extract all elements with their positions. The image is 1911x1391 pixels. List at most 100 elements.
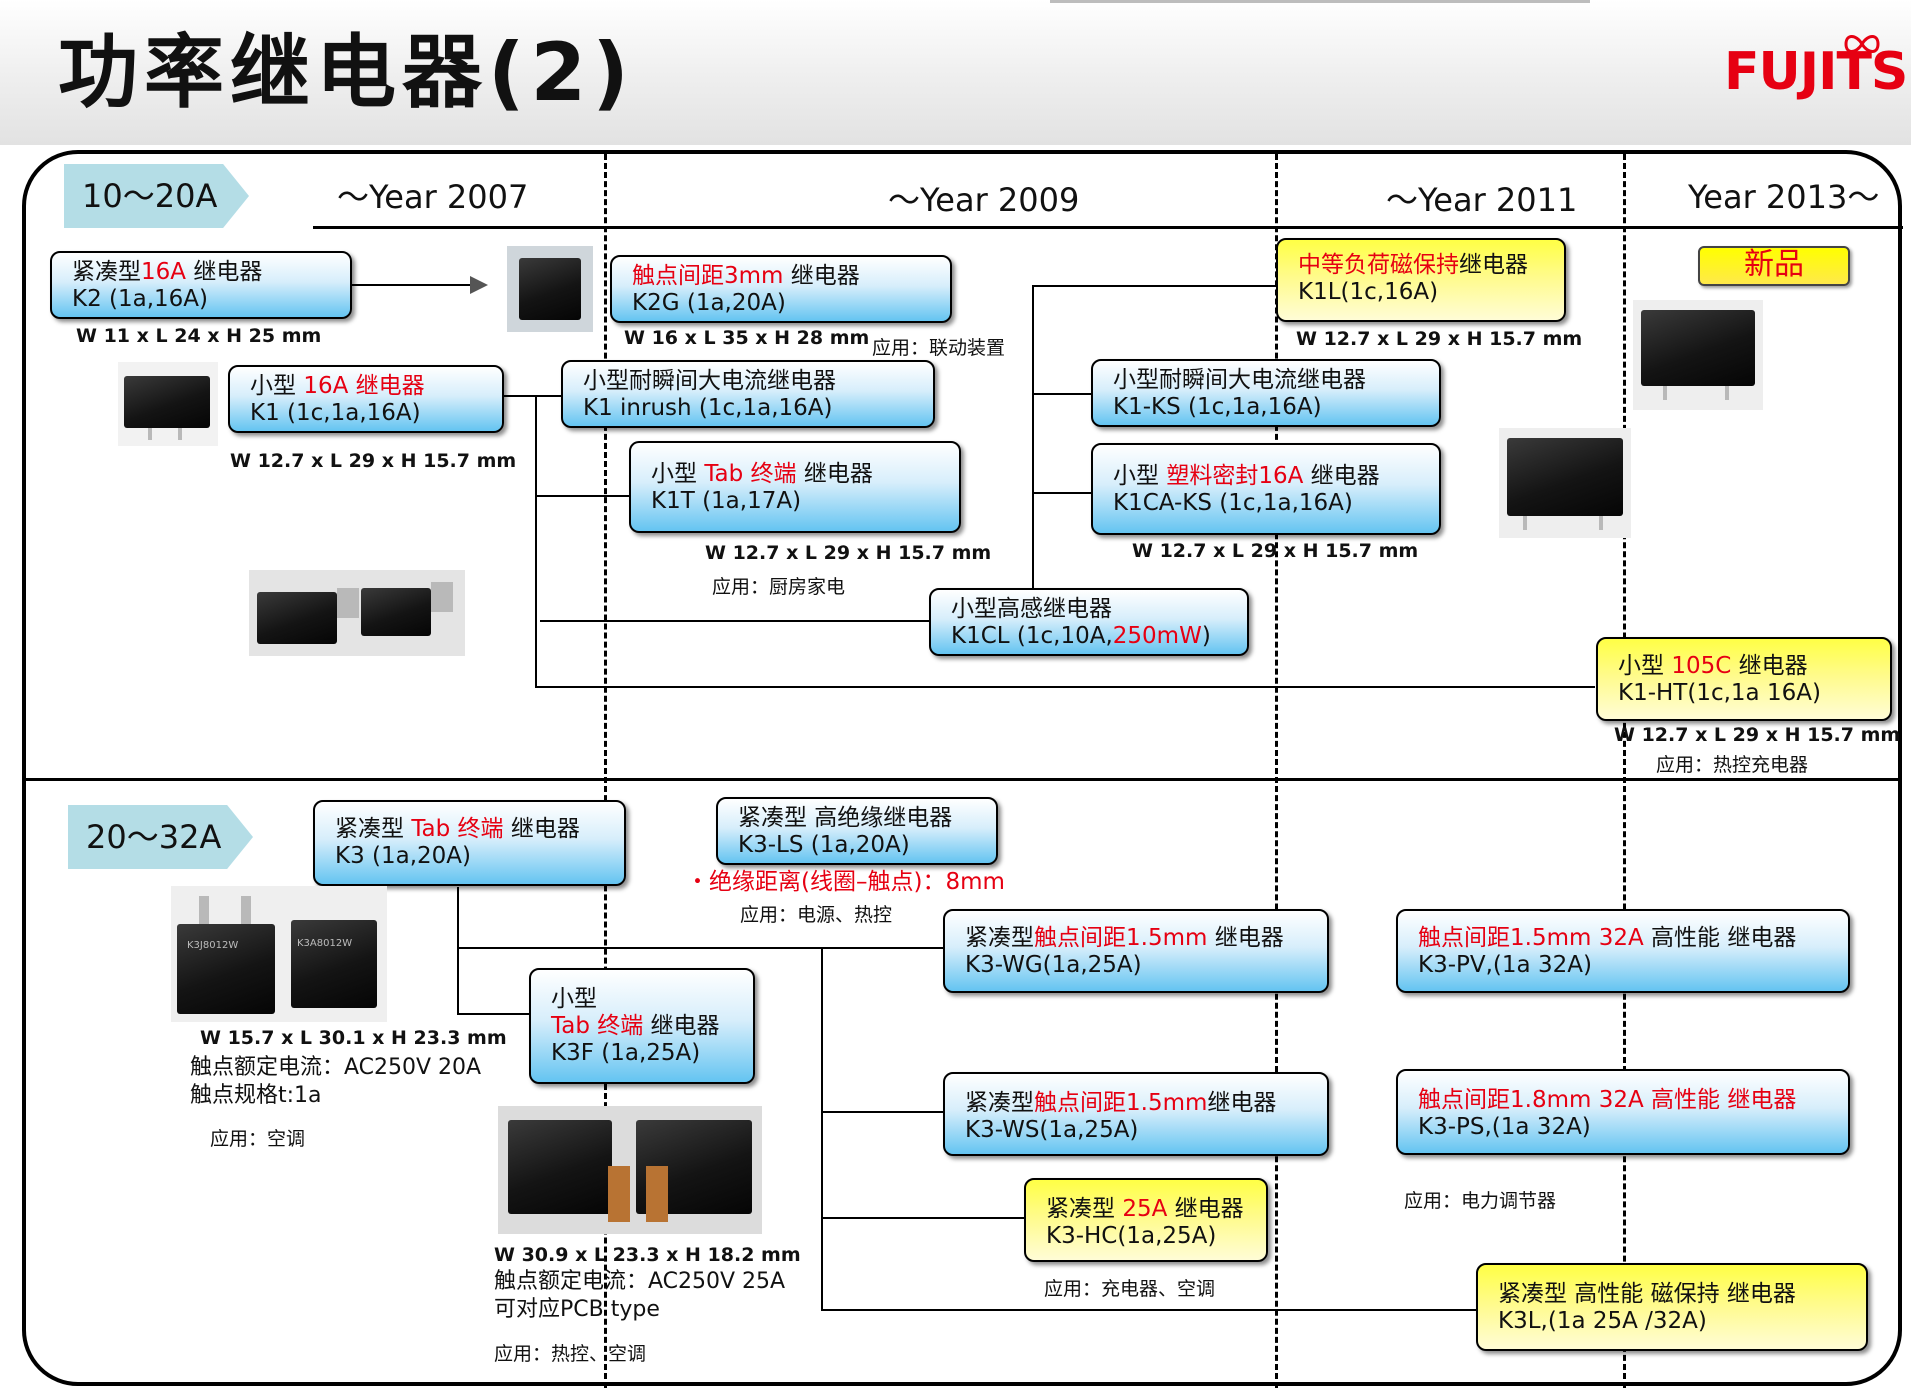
k3-pv-ps-application: 应用：电力调节器 [1404,1190,1557,1212]
k1l-dimensions: W 12.7 x L 29 x H 15.7 mm [1296,328,1583,350]
relay-box-k3-pv[interactable]: 触点间距1.5mm 32A 高性能 继电器 K3-PV,(1a 32A) [1396,909,1850,993]
k1t-relay-body-left [257,592,337,644]
k3f-title-line1: 小型 [551,986,597,1012]
k3-photo: K3J8012W K3A8012W [171,886,387,1022]
k3l-title: 紧凑型 高性能 磁保持 继电器 [1498,1281,1796,1307]
k2g-model: K2G (1a,20A) [632,290,786,316]
k3-relay-body-right [291,920,377,1008]
k2g-dimensions: W 16 x L 35 x H 28 mm [624,327,870,349]
k1-ht-relay-body-bottom [1507,438,1623,516]
year-divider-2007 [604,154,607,1388]
k3-wg-title: 紧凑型触点间距1.5mm 继电器 [965,925,1284,951]
relay-box-k1t[interactable]: 小型 Tab 终端 继电器 K1T (1a,17A) [629,441,961,533]
relay-box-k3-ps[interactable]: 触点间距1.8mm 32A 高性能 继电器 K3-PS,(1a 32A) [1396,1069,1850,1155]
connector-k3-trunk [457,887,459,1013]
k3-tab [199,896,209,926]
k1-ht-pin [1663,386,1667,400]
k1cl-model: K1CL (1c,10A,250mW) [951,623,1211,649]
arrow-k2-line [352,284,478,286]
connector-k1-k1inrush [502,395,562,397]
diagram-frame [22,150,1902,1386]
k1-ht-application: 应用：热控充电器 [1656,754,1809,776]
relay-box-k1cl[interactable]: 小型高感继电器 K1CL (1c,10A,250mW) [929,588,1249,656]
k3f-rated-current: 触点额定电流：AC250V 25A [494,1269,786,1294]
k1l-model: K1L(1c,16A) [1298,279,1439,305]
connector-k3-ws [821,1111,943,1113]
k3f-dimensions: W 30.9 x L 23.3 x H 18.2 mm [494,1244,801,1266]
k1-ht-pin [1523,516,1527,530]
relay-box-k3[interactable]: 紧凑型 Tab 终端 继电器 K3 (1a,20A) [313,800,626,886]
k2g-application: 应用：联动装置 [872,337,1006,359]
year-divider-2011 [1623,154,1626,1388]
relay-box-k3f[interactable]: 小型 Tab 终端 继电器 K3F (1a,25A) [529,968,755,1084]
connector-k1caks [1032,492,1092,494]
k2g-title: 触点间距3mm 继电器 [632,263,860,289]
connector-k1cl-trunk [1032,285,1034,590]
connector-k3f [457,1013,531,1015]
k3f-terminal-left [608,1166,630,1222]
relay-box-k3-wg[interactable]: 紧凑型触点间距1.5mm 继电器 K3-WG(1a,25A) [943,909,1329,993]
k3-ls-application: 应用：电源、热控 [740,904,893,926]
connector-k3l [821,1309,1477,1311]
timeline-axis [313,226,1903,229]
k1t-application: 应用：厨房家电 [712,576,846,598]
k1t-model: K1T (1a,17A) [651,488,802,514]
connector-k3-hc [821,1217,1025,1219]
relay-box-k1-ks[interactable]: 小型耐瞬间大电流继电器 K1-KS (1c,1a,16A) [1091,359,1441,427]
k3-tab [241,896,251,926]
k1-ht-photo-top [1633,300,1763,410]
arrow-right-icon [470,276,488,294]
logo-text: FUJITSU [1724,42,1911,102]
k3-label-left: K3J8012W [187,940,239,951]
k1-ks-title: 小型耐瞬间大电流继电器 [1113,367,1366,393]
k1t-photo [249,570,465,656]
k1t-dimensions: W 12.7 x L 29 x H 15.7 mm [705,542,992,564]
connector-k1l [1032,285,1278,287]
relay-box-k1-ht[interactable]: 小型 105C 继电器 K1-HT(1c,1a 16A) [1596,637,1892,721]
k3-label-right: K3A8012W [297,938,353,949]
k2-relay-body [519,258,581,320]
k1cl-title: 小型高感继电器 [951,596,1112,622]
header-band [0,0,1911,145]
relay-box-k2g[interactable]: 触点间距3mm 继电器 K2G (1a,20A) [610,255,952,323]
connector-k1ht [535,686,1595,688]
k1-inrush-title: 小型耐瞬间大电流继电器 [583,368,836,394]
k3-ls-title: 紧凑型 高绝缘继电器 [738,805,953,831]
k1ca-ks-dimensions: W 12.7 x L 29 x H 15.7 mm [1132,540,1419,562]
relay-box-k3-hc[interactable]: 紧凑型 25A 继电器 K3-HC(1a,25A) [1024,1178,1268,1262]
relay-box-k3-ls[interactable]: 紧凑型 高绝缘继电器 K3-LS (1a,20A) [716,797,998,865]
k1-model: K1 (1c,1a,16A) [250,400,421,426]
connector-lower-trunk [821,947,823,1310]
k3-pv-model: K3-PV,(1a 32A) [1418,952,1592,978]
k1-relay-body [124,376,210,428]
k1-ht-model: K1-HT(1c,1a 16A) [1618,680,1821,706]
k3-hc-title: 紧凑型 25A 继电器 [1046,1196,1244,1222]
k3-ls-insulation-note: ・绝缘距离(线圈–触点)：8mm [686,869,1005,895]
k3-application: 应用：空调 [210,1128,306,1150]
k1-ht-dimensions: W 12.7 x L 29 x H 15.7 mm [1614,724,1901,746]
connector-k1cl [540,620,930,622]
k3f-pcb-note: 可对应PCB type [494,1297,660,1322]
relay-box-k1-inrush[interactable]: 小型耐瞬间大电流继电器 K1 inrush (1c,1a,16A) [561,360,935,428]
top-strip [1050,0,1590,3]
k1-pin [178,428,182,440]
k1t-title: 小型 Tab 终端 继电器 [651,461,873,487]
k3f-model: K3F (1a,25A) [551,1040,701,1066]
k3-rated-current: 触点额定电流：AC250V 20A [190,1055,482,1080]
k3-dimensions: W 15.7 x L 30.1 x H 23.3 mm [200,1027,507,1049]
k1-ht-photo-bottom [1499,428,1631,538]
k2-photo [507,246,593,332]
relay-box-k3l[interactable]: 紧凑型 高性能 磁保持 继电器 K3L,(1a 25A /32A) [1476,1263,1868,1351]
relay-box-k1l[interactable]: 中等负荷磁保持继电器 K1L(1c,16A) [1276,238,1566,322]
k1-pin [148,428,152,440]
k1t-tab-right [431,582,453,612]
relay-box-k3-ws[interactable]: 紧凑型触点间距1.5mm继电器 K3-WS(1a,25A) [943,1072,1329,1156]
year-label-2011: ～Year 2011 [1386,181,1578,219]
relay-box-k1ca-ks[interactable]: 小型 塑料密封16A 继电器 K1CA-KS (1c,1a,16A) [1091,443,1441,535]
k1-ht-pin [1725,386,1729,400]
relay-box-k2[interactable]: 紧凑型16A 继电器 K2 (1a,16A) [50,251,352,319]
connector-k3-wg [457,947,943,949]
k1-title: 小型 16A 继电器 [250,373,425,399]
relay-box-k1[interactable]: 小型 16A 继电器 K1 (1c,1a,16A) [228,365,504,433]
year-label-2013: Year 2013～ [1688,178,1880,216]
